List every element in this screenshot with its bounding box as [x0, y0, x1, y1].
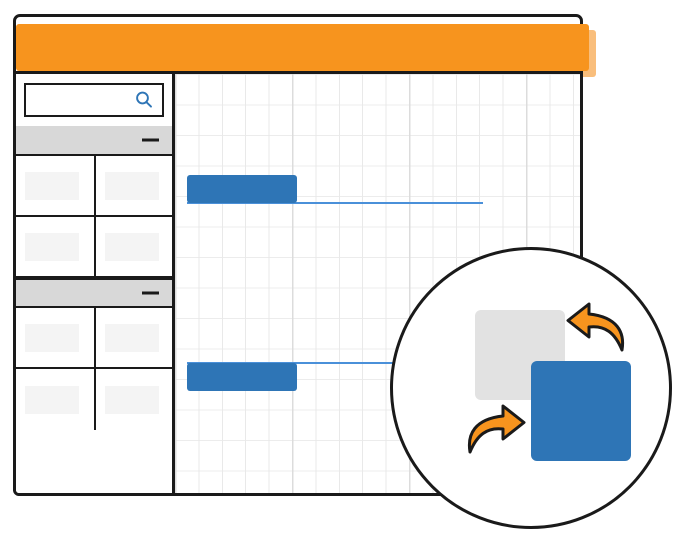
cell-placeholder: [25, 232, 79, 261]
cell-placeholder: [105, 323, 159, 352]
table-cell: [96, 369, 172, 430]
magnifier-content: [393, 250, 669, 526]
minus-icon[interactable]: [142, 291, 159, 295]
table-cell: [16, 217, 96, 276]
cell-placeholder: [25, 323, 79, 352]
target-tile[interactable]: [531, 361, 631, 461]
curved-arrow-right-icon: [455, 402, 527, 464]
cell-placeholder: [105, 385, 159, 414]
table-cell: [96, 156, 172, 215]
table-row[interactable]: [16, 156, 172, 217]
magnifier-callout: [390, 247, 672, 529]
table-row[interactable]: [16, 369, 172, 430]
group-row[interactable]: [16, 278, 172, 308]
table-cell: [96, 308, 172, 367]
search-icon[interactable]: [134, 90, 154, 110]
cell-placeholder: [105, 232, 159, 261]
table-cell: [16, 156, 96, 215]
gantt-dependency-line: [187, 362, 483, 364]
search-input[interactable]: [24, 83, 164, 117]
gantt-dependency-line: [187, 202, 483, 204]
cell-placeholder: [25, 385, 79, 414]
cell-placeholder: [25, 171, 79, 200]
table-row[interactable]: [16, 308, 172, 369]
table-row[interactable]: [16, 217, 172, 278]
gantt-bar[interactable]: [187, 363, 297, 391]
search-area: [16, 74, 172, 126]
gantt-bar[interactable]: [187, 175, 297, 203]
minus-icon[interactable]: [142, 138, 159, 142]
cell-placeholder: [105, 171, 159, 200]
group-row[interactable]: [16, 126, 172, 156]
curved-arrow-left-icon: [565, 300, 637, 362]
titlebar[interactable]: [16, 24, 589, 71]
table-cell: [16, 369, 96, 430]
table-cell: [96, 217, 172, 276]
task-list-panel: [16, 74, 175, 493]
table-cell: [16, 308, 96, 367]
